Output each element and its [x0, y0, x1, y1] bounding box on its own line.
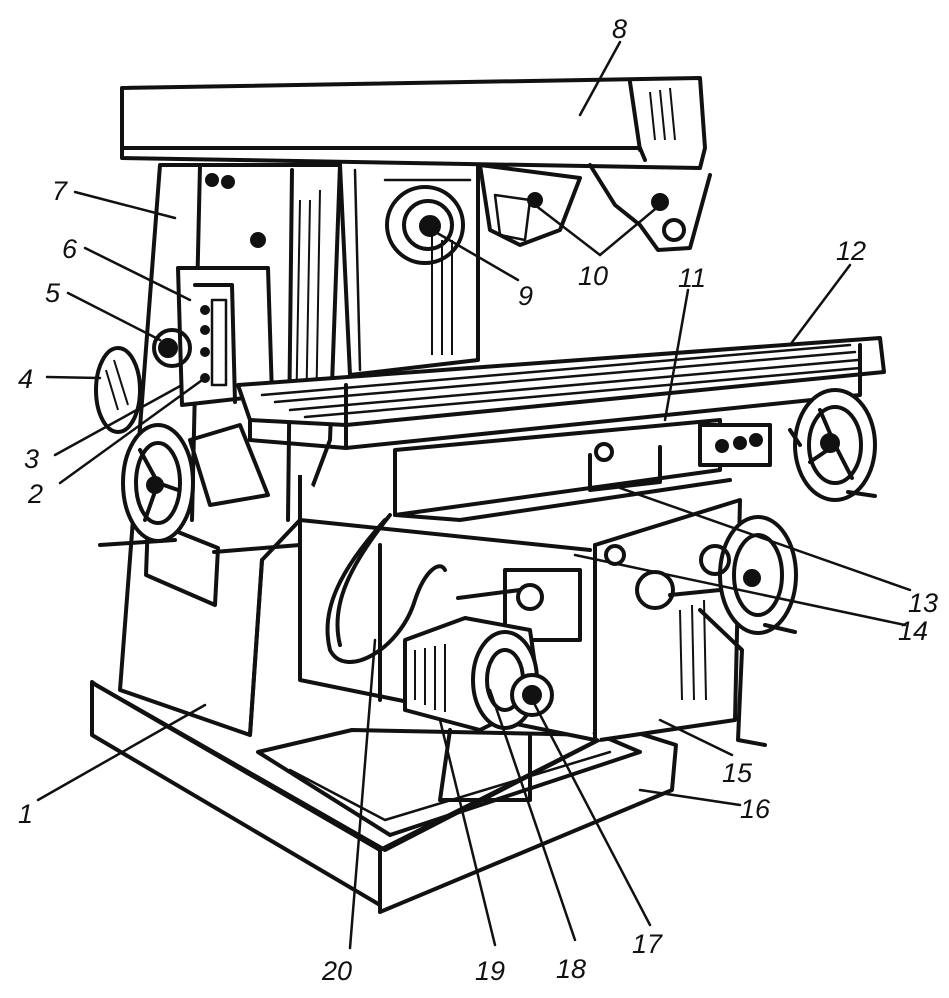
callout-20: 20 — [321, 956, 352, 986]
callout-labels: 1 2 3 4 5 6 7 8 9 10 11 12 13 14 15 16 1… — [18, 14, 938, 986]
callout-7: 7 — [52, 176, 68, 206]
callout-10: 10 — [578, 261, 608, 291]
callout-6: 6 — [62, 234, 78, 264]
callout-15: 15 — [722, 758, 753, 788]
leader-20 — [348, 638, 377, 950]
cable — [325, 513, 447, 664]
worktable — [236, 336, 886, 450]
speed-dial — [94, 346, 142, 434]
leader-17 — [533, 703, 652, 927]
leader-12 — [788, 263, 852, 347]
callout-2: 2 — [27, 479, 43, 509]
callout-3: 3 — [24, 444, 39, 474]
leader-13 — [618, 486, 912, 592]
callout-18: 18 — [556, 954, 586, 984]
saddle — [393, 418, 772, 522]
leader-9 — [430, 228, 520, 282]
leader-6 — [83, 246, 192, 302]
overarm — [120, 76, 712, 252]
callout-11: 11 — [678, 263, 706, 293]
feed-motor — [403, 616, 554, 802]
leader-10a — [533, 203, 602, 257]
callout-14: 14 — [898, 616, 928, 646]
callout-8: 8 — [612, 14, 627, 44]
callout-5: 5 — [45, 278, 61, 308]
machine-base — [90, 680, 678, 914]
leader-19 — [438, 718, 497, 947]
leader-10b — [598, 203, 662, 257]
callout-12: 12 — [836, 236, 866, 266]
machine-column — [118, 163, 480, 737]
callout-1: 1 — [18, 799, 33, 829]
callout-19: 19 — [475, 956, 505, 986]
callout-4: 4 — [18, 364, 33, 394]
callout-13: 13 — [908, 588, 938, 618]
leader-2 — [58, 376, 207, 485]
leader-7 — [73, 190, 177, 220]
callout-16: 16 — [740, 794, 771, 824]
right-handwheel — [788, 388, 877, 502]
leader-5 — [66, 291, 162, 342]
leader-11 — [663, 288, 690, 422]
leader-3 — [53, 383, 184, 457]
leader-lines — [36, 40, 912, 950]
leader-14 — [573, 553, 907, 627]
spindle — [383, 178, 472, 265]
leader-16 — [638, 788, 742, 807]
leader-1 — [36, 703, 207, 802]
vertical-feed-handwheel — [635, 515, 798, 747]
leader-8 — [578, 40, 622, 117]
callout-9: 9 — [518, 281, 533, 311]
leader-4 — [45, 375, 102, 380]
leader-15 — [658, 718, 734, 757]
leader-18 — [488, 688, 577, 942]
callout-17: 17 — [632, 929, 663, 959]
